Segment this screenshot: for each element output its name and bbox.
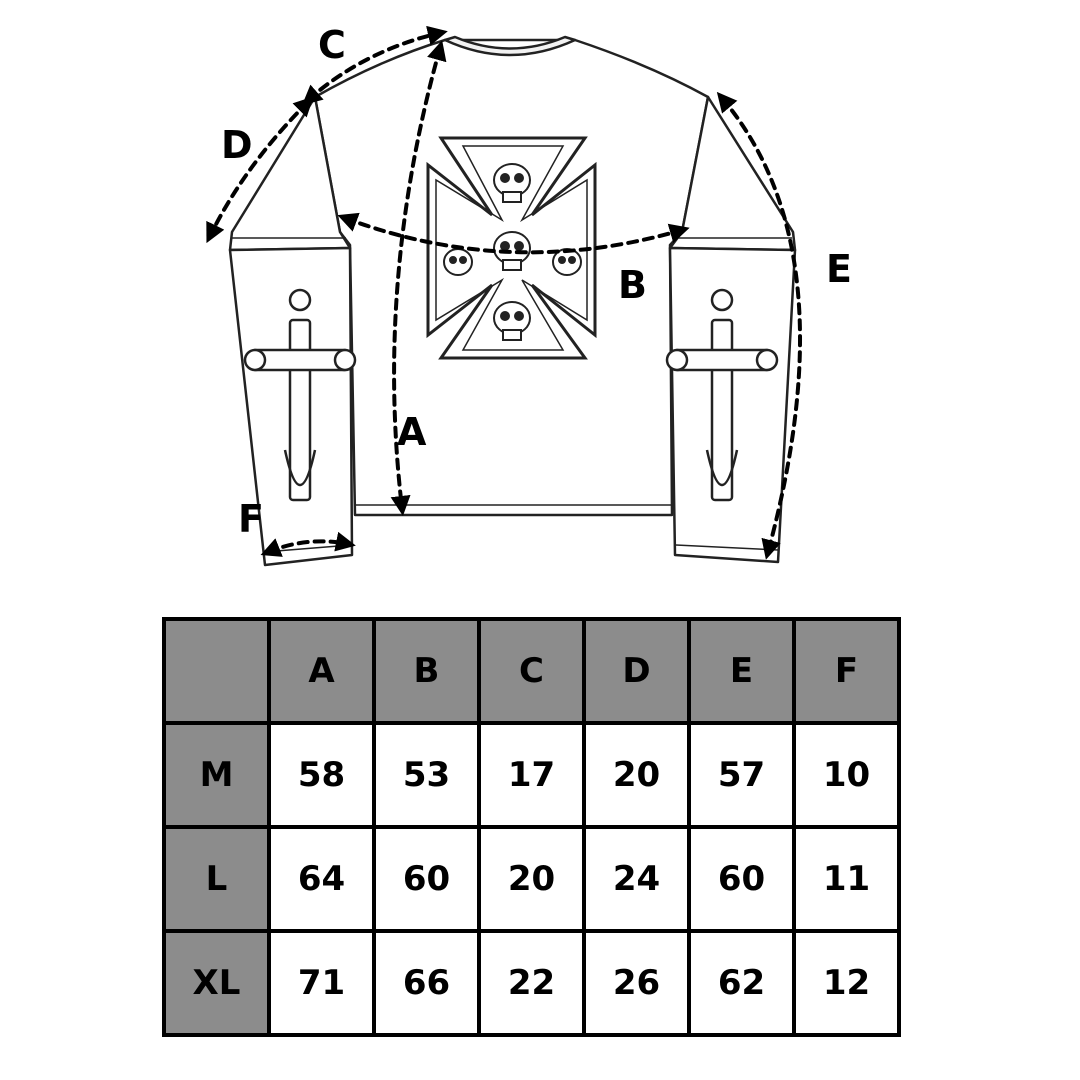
table-cell: 20 — [582, 721, 691, 829]
table-cell: 58 — [267, 721, 376, 829]
measure-c-arrow — [301, 25, 448, 106]
table-cell: 11 — [792, 825, 901, 933]
table-cell: 22 — [477, 929, 586, 1037]
shirt-body — [313, 35, 710, 517]
table-corner-cell — [162, 617, 271, 725]
column-header-c: C — [477, 617, 586, 725]
table-header-row: A B C D E F — [162, 617, 901, 725]
row-header-size: L — [162, 825, 271, 933]
table-cell: 26 — [582, 929, 691, 1037]
table-cell: 60 — [372, 825, 481, 933]
row-header-size: XL — [162, 929, 271, 1037]
label-e: E — [826, 247, 852, 291]
table-cell: 20 — [477, 825, 586, 933]
table-cell: 64 — [267, 825, 376, 933]
label-f: F — [238, 497, 264, 541]
table-row: L 64 60 20 24 60 11 — [162, 825, 901, 933]
label-b: B — [618, 263, 647, 307]
table-cell: 24 — [582, 825, 691, 933]
column-header-a: A — [267, 617, 376, 725]
table-cell: 71 — [267, 929, 376, 1037]
row-header-size: M — [162, 721, 271, 829]
table-row: M 58 53 17 20 57 10 — [162, 721, 901, 829]
table-cell: 53 — [372, 721, 481, 829]
label-c: C — [318, 23, 346, 67]
measure-a-arrow — [390, 40, 447, 516]
table-cell: 12 — [792, 929, 901, 1037]
table-cell: 60 — [687, 825, 796, 933]
size-chart-table: A B C D E F M 58 53 17 20 57 10 L 64 60 … — [162, 617, 901, 1037]
garment-diagram: A B C D E F — [206, 23, 852, 567]
table-row: XL 71 66 22 26 62 12 — [162, 929, 901, 1037]
column-header-b: B — [372, 617, 481, 725]
measure-f-arrow — [260, 531, 356, 557]
label-a: A — [397, 410, 427, 454]
table-cell: 62 — [687, 929, 796, 1037]
skull-icon — [443, 163, 582, 341]
left-sleeve-cross-graphic — [243, 288, 357, 502]
column-header-d: D — [582, 617, 691, 725]
table-cell: 57 — [687, 721, 796, 829]
measure-b-arrow — [337, 212, 690, 255]
column-header-e: E — [687, 617, 796, 725]
measure-d-arrow — [206, 96, 314, 244]
label-d: D — [221, 123, 253, 167]
column-header-f: F — [792, 617, 901, 725]
table-cell: 17 — [477, 721, 586, 829]
table-cell: 66 — [372, 929, 481, 1037]
table-cell: 10 — [792, 721, 901, 829]
measure-e-arrow — [716, 91, 803, 560]
